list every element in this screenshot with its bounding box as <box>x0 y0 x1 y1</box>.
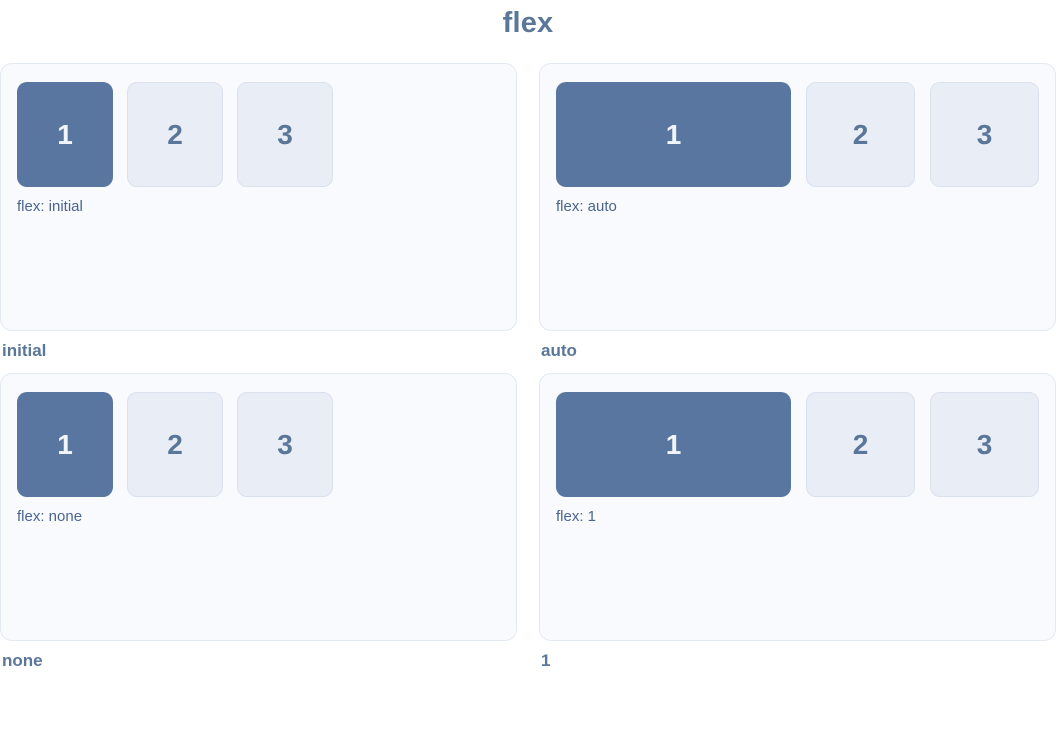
flex-items-row: 1 2 3 <box>556 82 1039 187</box>
flex-item-3: 3 <box>237 392 333 497</box>
demo-grid: 1 2 3 flex: initial initial 1 2 3 flex: … <box>0 63 1056 671</box>
flex-item-3: 3 <box>237 82 333 187</box>
panel-initial: 1 2 3 flex: initial initial <box>0 63 517 361</box>
flex-item-3: 3 <box>930 82 1039 187</box>
page-title: flex <box>502 7 554 39</box>
panel-auto: 1 2 3 flex: auto auto <box>539 63 1056 361</box>
panel-caption-1: 1 <box>541 651 551 670</box>
flex-items-row: 1 2 3 <box>556 392 1039 497</box>
panel-caption-none: none <box>2 651 43 670</box>
panel-1: 1 2 3 flex: 1 1 <box>539 373 1056 671</box>
flex-item-2: 2 <box>127 82 223 187</box>
flex-auto-demo-card: 1 2 3 flex: auto <box>539 63 1056 331</box>
flex-property-label: flex: 1 <box>556 508 597 525</box>
flex-property-label: flex: initial <box>17 198 83 215</box>
flex-item-2: 2 <box>806 392 915 497</box>
flex-1-demo-card: 1 2 3 flex: 1 <box>539 373 1056 641</box>
flex-item-1: 1 <box>17 82 113 187</box>
flex-property-label: flex: none <box>17 508 83 525</box>
flex-item-3: 3 <box>930 392 1039 497</box>
flex-item-2: 2 <box>127 392 223 497</box>
flex-none-demo-card: 1 2 3 flex: none <box>0 373 517 641</box>
panel-caption-auto: auto <box>541 341 577 360</box>
flex-initial-demo-card: 1 2 3 flex: initial <box>0 63 517 331</box>
flex-item-2: 2 <box>806 82 915 187</box>
flex-item-1: 1 <box>556 392 791 497</box>
panel-none: 1 2 3 flex: none none <box>0 373 517 671</box>
flex-items-row: 1 2 3 <box>17 82 500 187</box>
flex-item-1: 1 <box>17 392 113 497</box>
panel-caption-initial: initial <box>2 341 47 360</box>
flex-item-1: 1 <box>556 82 791 187</box>
flex-items-row: 1 2 3 <box>17 392 500 497</box>
flex-property-label: flex: auto <box>556 198 617 215</box>
